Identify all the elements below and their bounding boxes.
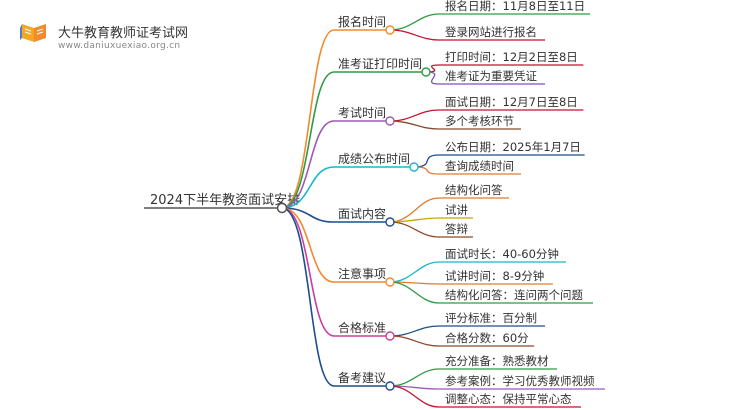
book-logo-icon: [20, 24, 46, 42]
branch-node: [409, 162, 419, 172]
child-label: 试讲: [445, 203, 468, 217]
root-label: 2024下半年教资面试安排: [150, 192, 300, 208]
child-label: 面试时长：40-60分钟: [445, 247, 559, 261]
brand-logo: 大牛教育教师证考试网 www.daniuxuexiao.org.cn: [8, 8, 218, 52]
child-label: 评分标准：百分制: [445, 311, 537, 325]
child-label: 准考证为重要凭证: [445, 69, 537, 83]
child-connector: [389, 13, 440, 31]
branch-label: 准考证打印时间: [338, 57, 422, 71]
child-label: 试讲时间：8-9分钟: [445, 269, 544, 283]
branch-label: 面试内容: [338, 206, 386, 221]
child-connector: [389, 217, 440, 223]
branch-label: 合格标准: [338, 320, 386, 335]
child-label: 合格分数：60分: [445, 331, 529, 345]
branch-node: [385, 217, 395, 227]
child-label: 结构化问答：连问两个问题: [445, 288, 583, 302]
child-label: 公布日期：2025年1月7日: [445, 140, 581, 154]
branch-connector: [281, 120, 335, 209]
child-label: 答辩: [445, 222, 468, 236]
child-connector: [389, 281, 440, 304]
brand-subtitle: www.daniuxuexiao.org.cn: [58, 41, 181, 51]
branch-label: 考试时间: [338, 105, 386, 120]
child-connector: [389, 385, 440, 408]
branch-node: [385, 116, 395, 126]
child-label: 调整心态：保持平常心态: [445, 392, 572, 406]
branch-node: [421, 67, 431, 77]
child-label: 充分准备：熟悉教材: [445, 354, 549, 368]
child-label: 参考案例：学习优秀教师视频: [445, 374, 595, 388]
branch-connector: [281, 166, 335, 209]
child-connector: [389, 261, 440, 283]
child-label: 面试日期：12月7日至8日: [445, 95, 578, 109]
branch-connector: [281, 29, 335, 209]
root-node: [276, 202, 288, 214]
branch-node: [385, 25, 395, 35]
child-label: 报名日期：11月8日至11日: [445, 0, 585, 13]
child-label: 多个考核环节: [445, 114, 514, 128]
branch-label: 注意事项: [338, 266, 386, 281]
child-connector: [389, 120, 440, 130]
branch-node: [385, 277, 395, 287]
child-label: 查询成绩时间: [445, 159, 514, 173]
branch-connector: [281, 207, 335, 337]
child-connector: [389, 29, 440, 41]
brand-title: 大牛教育教师证考试网: [58, 26, 189, 41]
branch-label: 备考建议: [338, 371, 386, 385]
child-label: 打印时间：12月2日至8日: [445, 50, 578, 64]
branch-connector: [281, 207, 335, 283]
child-connector: [389, 221, 440, 238]
branch-connector: [281, 207, 335, 387]
branch-node: [385, 331, 395, 341]
child-connector: [389, 109, 440, 122]
branch-connector: [281, 71, 335, 209]
child-connector: [389, 335, 440, 347]
child-label: 结构化问答: [445, 183, 503, 197]
branch-node: [385, 381, 395, 391]
child-label: 登录网站进行报名: [445, 25, 537, 39]
branch-label: 成绩公布时间: [338, 152, 410, 166]
branch-label: 报名时间: [338, 14, 386, 29]
child-connector: [389, 325, 440, 337]
branch-connector: [281, 207, 335, 223]
child-connector: [389, 368, 440, 387]
